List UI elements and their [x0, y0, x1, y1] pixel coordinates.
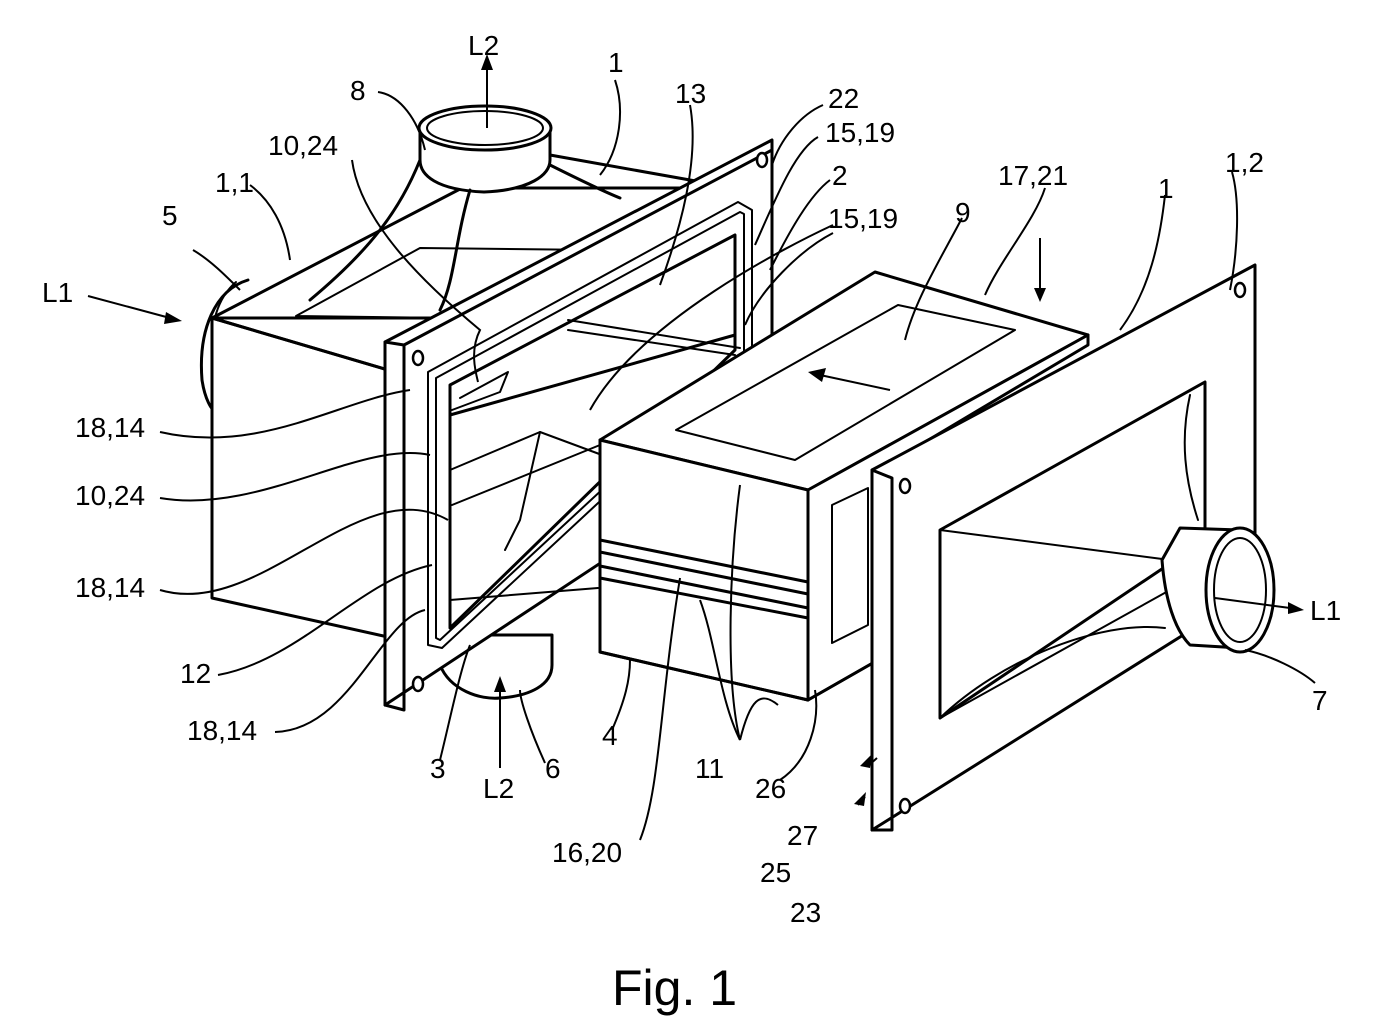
label-26: 26: [755, 773, 786, 804]
bolt-hole: [900, 479, 910, 493]
label-18-14-a: 18,14: [75, 412, 145, 443]
label-18-14-c: 18,14: [187, 715, 257, 746]
label-15-19-b: 15,19: [828, 203, 898, 234]
label-l2-top: L2: [468, 30, 499, 61]
label-4: 4: [602, 720, 618, 751]
label-15-19-a: 15,19: [825, 117, 895, 148]
label-27: 27: [787, 820, 818, 851]
label-5: 5: [162, 200, 178, 231]
label-10-24-top: 10,24: [268, 130, 338, 161]
label-13: 13: [675, 78, 706, 109]
label-1-top: 1: [608, 47, 624, 78]
label-25: 25: [760, 857, 791, 888]
label-1-2: 1,2: [1225, 147, 1264, 178]
bolt-hole: [1235, 283, 1245, 297]
label-6: 6: [545, 753, 561, 784]
bolt-hole: [757, 153, 767, 167]
label-18-14-b: 18,14: [75, 572, 145, 603]
label-7: 7: [1312, 685, 1328, 716]
label-1-1: 1,1: [215, 167, 254, 198]
bolt-hole: [413, 677, 423, 691]
label-10-24-mid: 10,24: [75, 480, 145, 511]
label-2: 2: [832, 160, 848, 191]
label-3: 3: [430, 753, 446, 784]
label-1-right: 1: [1158, 173, 1174, 204]
label-17-21: 17,21: [998, 160, 1068, 191]
label-l1-left: L1: [42, 277, 73, 308]
figure-caption: Fig. 1: [612, 960, 737, 1016]
label-l2-bottom: L2: [483, 773, 514, 804]
label-16-20: 16,20: [552, 837, 622, 868]
label-11: 11: [695, 753, 724, 784]
bolt-hole: [900, 799, 910, 813]
label-l1-right: L1: [1310, 595, 1341, 626]
label-22: 22: [828, 83, 859, 114]
label-23: 23: [790, 897, 821, 928]
bolt-hole: [413, 351, 423, 365]
label-9: 9: [955, 197, 971, 228]
label-12: 12: [180, 658, 211, 689]
label-8: 8: [350, 75, 366, 106]
